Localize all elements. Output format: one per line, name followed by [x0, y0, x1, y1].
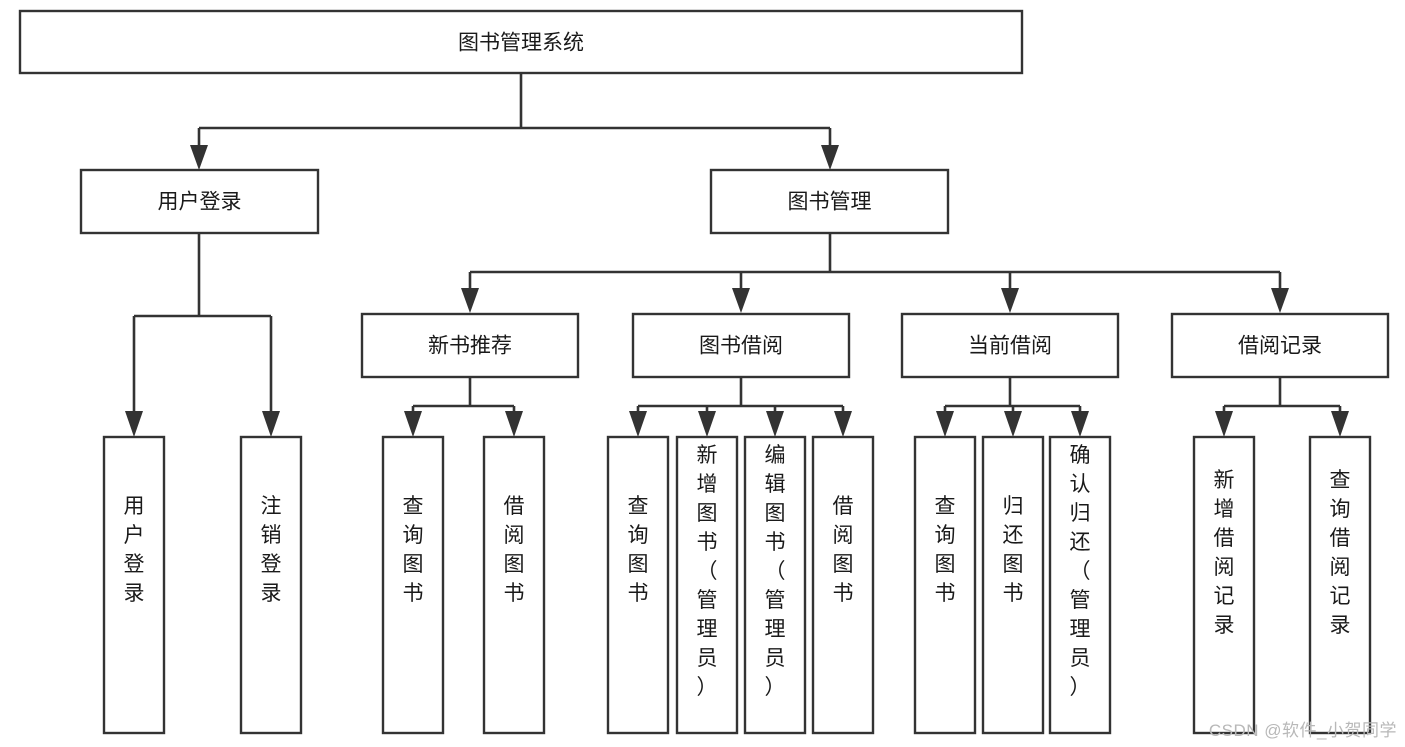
leaf-query-book-3[interactable]: 查询图书	[913, 435, 977, 735]
arrow-head-leaf-confirm-return	[1071, 411, 1089, 437]
leaf-add-borrow-record[interactable]: 新增借阅记录	[1192, 435, 1256, 735]
leaf-query-book-1-box[interactable]	[381, 435, 445, 735]
leaf-add-borrow-record-box[interactable]	[1192, 435, 1256, 735]
leaf-add-borrow-record-label: 新增借阅记录	[1214, 469, 1235, 637]
node-book-manage[interactable]: 图书管理	[709, 168, 950, 235]
node-root-label: 图书管理系统	[458, 32, 584, 55]
leaf-logout-label: 注销登录	[261, 495, 282, 605]
csdn-watermark: CSDN @软件_小贺同学	[1208, 721, 1397, 740]
node-user-login-label: 用户登录	[158, 191, 242, 214]
leaf-borrow-book-1-box[interactable]	[482, 435, 546, 735]
node-book-manage-box[interactable]	[709, 168, 950, 235]
arrow-head-leaf-query-book-2	[629, 411, 647, 437]
leaf-query-borrow-record[interactable]: 查询借阅记录	[1308, 435, 1372, 735]
leaf-borrow-book-2-label: 借阅图书	[833, 495, 854, 605]
leaf-confirm-return-admin[interactable]: 确认归还（管理员）	[1048, 435, 1112, 735]
node-book-manage-label: 图书管理	[788, 191, 872, 214]
leaf-query-borrow-record-box[interactable]	[1308, 435, 1372, 735]
arrow-head-leaf-logout	[262, 411, 280, 437]
leaf-edit-book-admin[interactable]: 编辑图书（管理员）	[743, 435, 807, 735]
arrow-head-new-book-rec	[461, 288, 479, 313]
leaf-query-book-1-label: 查询图书	[403, 495, 424, 605]
node-borrow-record[interactable]: 借阅记录	[1170, 312, 1390, 379]
leaf-edit-book-admin-label: 编辑图书（管理员）	[765, 444, 786, 699]
leaf-logout[interactable]: 注销登录	[239, 435, 303, 735]
leaf-return-book[interactable]: 归还图书	[981, 435, 1045, 735]
arrow-head-leaf-query-book-1	[404, 411, 422, 437]
arrow-head-leaf-add-book	[698, 411, 716, 437]
node-borrow-record-label: 借阅记录	[1238, 335, 1322, 358]
node-new-book-recommend-label: 新书推荐	[428, 335, 512, 358]
leaf-user-login-box[interactable]	[102, 435, 166, 735]
node-user-login-box[interactable]	[79, 168, 320, 235]
node-user-login[interactable]: 用户登录	[79, 168, 320, 235]
arrow-head-leaf-user-login	[125, 411, 143, 437]
leaf-return-book-box[interactable]	[981, 435, 1045, 735]
node-new-book-recommend-box[interactable]	[360, 312, 580, 379]
leaf-query-book-1[interactable]: 查询图书	[381, 435, 445, 735]
arrow-head-leaf-query-book-3	[936, 411, 954, 437]
leaf-query-book-2[interactable]: 查询图书	[606, 435, 670, 735]
node-new-book-recommend[interactable]: 新书推荐	[360, 312, 580, 379]
leaf-user-login-label: 用户登录	[124, 495, 145, 605]
arrow-head-book-borrow	[732, 288, 750, 313]
arrow-head-borrow-record	[1271, 288, 1289, 313]
node-root-box[interactable]	[18, 9, 1024, 75]
node-root[interactable]: 图书管理系统	[18, 9, 1024, 75]
arrow-head-book-manage	[821, 145, 839, 170]
node-current-borrow-label: 当前借阅	[968, 335, 1052, 358]
leaf-logout-box[interactable]	[239, 435, 303, 735]
leaf-confirm-return-admin-label: 确认归还（管理员）	[1070, 444, 1091, 699]
leaf-borrow-book-2[interactable]: 借阅图书	[811, 435, 875, 735]
arrow-head-leaf-borrow-book-1	[505, 411, 523, 437]
leaf-borrow-book-1[interactable]: 借阅图书	[482, 435, 546, 735]
node-current-borrow-box[interactable]	[900, 312, 1120, 379]
node-book-borrow-label: 图书借阅	[699, 335, 783, 358]
arrow-head-current-borrow	[1001, 288, 1019, 313]
leaf-borrow-book-1-label: 借阅图书	[504, 495, 525, 605]
leaf-borrow-book-2-box[interactable]	[811, 435, 875, 735]
leaf-edit-book-admin-box[interactable]	[743, 435, 807, 735]
arrow-head-leaf-add-record	[1215, 411, 1233, 437]
node-borrow-record-box[interactable]	[1170, 312, 1390, 379]
leaf-query-book-2-label: 查询图书	[628, 495, 649, 605]
arrow-head-user-login	[190, 145, 208, 170]
leaf-add-book-admin[interactable]: 新增图书（管理员）	[675, 435, 739, 735]
arrow-head-leaf-edit-book	[766, 411, 784, 437]
node-current-borrow[interactable]: 当前借阅	[900, 312, 1120, 379]
arrow-head-leaf-query-record	[1331, 411, 1349, 437]
leaf-query-borrow-record-label: 查询借阅记录	[1330, 469, 1351, 637]
arrow-head-leaf-borrow-book-2	[834, 411, 852, 437]
leaf-confirm-return-admin-box[interactable]	[1048, 435, 1112, 735]
leaf-return-book-label: 归还图书	[1003, 495, 1024, 605]
leaf-user-login[interactable]: 用户登录	[102, 435, 166, 735]
node-book-borrow-box[interactable]	[631, 312, 851, 379]
node-book-borrow[interactable]: 图书借阅	[631, 312, 851, 379]
leaf-add-book-admin-label: 新增图书（管理员）	[697, 444, 718, 699]
leaf-query-book-2-box[interactable]	[606, 435, 670, 735]
connector-layer	[125, 73, 1349, 437]
arrow-head-leaf-return-book	[1004, 411, 1022, 437]
leaf-add-book-admin-box[interactable]	[675, 435, 739, 735]
leaf-query-book-3-label: 查询图书	[935, 495, 956, 605]
leaf-query-book-3-box[interactable]	[913, 435, 977, 735]
